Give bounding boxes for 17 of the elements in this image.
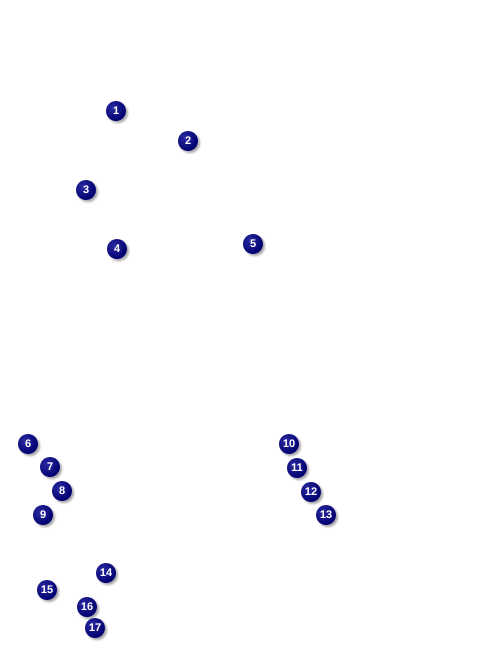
callout-number: 8	[52, 481, 72, 501]
callout-number: 11	[287, 458, 307, 478]
callout-number: 5	[243, 234, 263, 254]
callout-number: 16	[77, 597, 97, 617]
callout-number: 2	[178, 131, 198, 151]
callout-number: 12	[301, 482, 321, 502]
callout-number: 14	[96, 563, 116, 583]
callout-number: 6	[18, 434, 38, 454]
callout-number: 15	[37, 580, 57, 600]
callout-number: 10	[279, 434, 299, 454]
callout-number: 9	[33, 505, 53, 525]
callout-number: 17	[85, 618, 105, 638]
callout-number: 3	[76, 180, 96, 200]
callout-number: 1	[106, 101, 126, 121]
callout-number: 4	[107, 239, 127, 259]
callout-number: 7	[40, 457, 60, 477]
callout-number: 13	[316, 505, 336, 525]
